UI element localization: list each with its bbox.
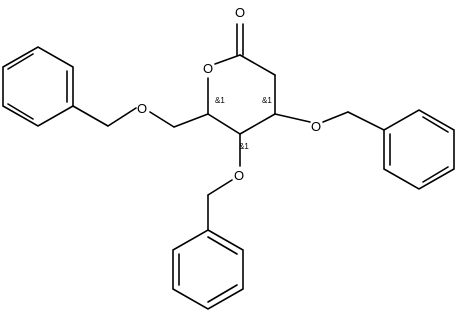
- stereo-label-c5: &1: [215, 96, 225, 105]
- lactone-ring: [207, 54, 276, 135]
- ether-oxygen-c6-label: O: [137, 101, 147, 116]
- phenyl-ring-left: [2, 46, 74, 127]
- phenyl-ring-right: [383, 109, 455, 190]
- bond-c3-c4: [239, 113, 276, 135]
- bond-c1-c2: [239, 54, 276, 76]
- carbonyl-double-bond: [236, 23, 244, 56]
- stereo-label-c4: &1: [239, 142, 249, 151]
- stereo-label-c3: &1: [262, 96, 272, 105]
- c5-benzyloxymethyl: [72, 105, 209, 128]
- c3-benzyloxy: [274, 111, 385, 131]
- ether-oxygen-c4-label: O: [234, 168, 244, 183]
- c4-benzyloxy: [207, 133, 241, 231]
- carbonyl-oxygen-label: O: [235, 5, 245, 20]
- ring-oxygen-label: O: [203, 61, 213, 76]
- bond-c4-c5: [207, 113, 241, 135]
- bond-o-ring-c1: [214, 54, 241, 65]
- ether-oxygen-c3-label: O: [311, 119, 321, 134]
- phenyl-ring-bottom: [172, 229, 244, 310]
